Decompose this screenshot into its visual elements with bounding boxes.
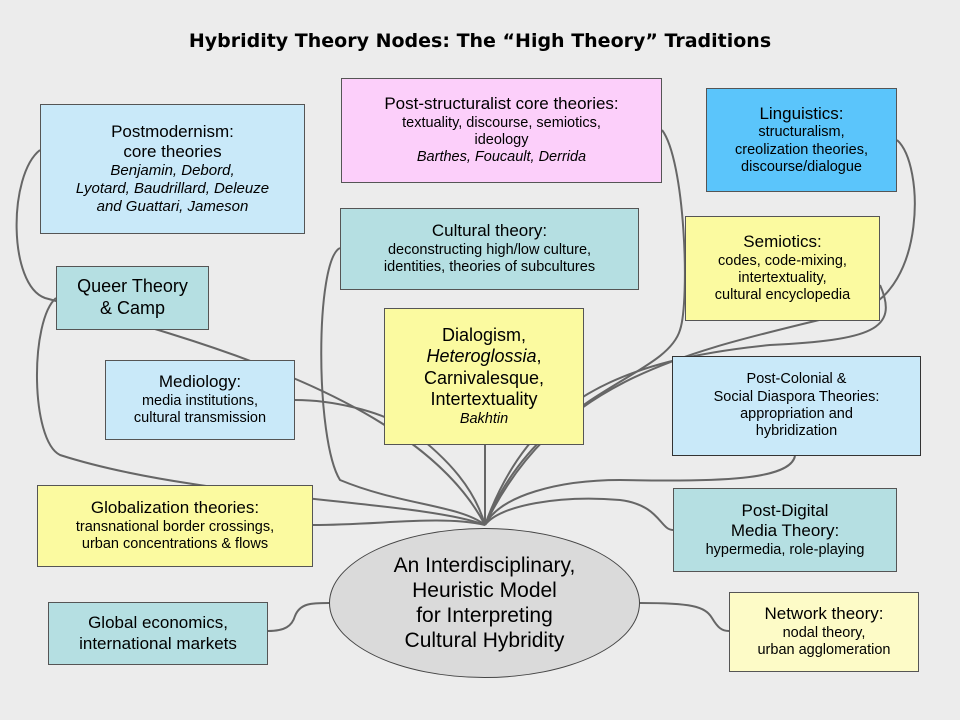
dialogism-line-4: Intertextuality (430, 389, 538, 410)
linguistics-subtext-3: discourse/dialogue (741, 158, 862, 175)
globalization-heading: Globalization theories: (90, 498, 260, 518)
mediology-subtext-1: media institutions, (141, 392, 259, 409)
poststructuralist-subtext-2: ideology (474, 132, 529, 148)
globalization-subtext-2: urban concentrations & flows (81, 536, 269, 553)
node-linguistics: Linguistics: structuralism, creolization… (706, 88, 897, 192)
central-model-label: An Interdisciplinary, Heuristic Model fo… (393, 553, 576, 653)
cultural-theory-heading: Cultural theory: (431, 221, 548, 241)
node-globalization: Globalization theories: transnational bo… (37, 485, 313, 567)
connector-queer (36, 297, 486, 526)
linguistics-heading: Linguistics: (759, 103, 844, 123)
node-post-digital: Post-Digital Media Theory: hypermedia, r… (673, 488, 897, 572)
poststructuralist-subtext-1: textuality, discourse, semiotics, (402, 114, 601, 131)
node-poststructuralist: Post-structuralist core theories: textua… (341, 78, 662, 183)
connector-postdigital (484, 497, 674, 531)
poststructuralist-heading: Post-structuralist core theories: (384, 94, 619, 114)
dialogism-line-2: Heteroglossia, (426, 346, 541, 368)
connector-globalization (312, 519, 486, 526)
node-queer-theory: Queer Theory & Camp (56, 266, 209, 330)
heteroglossia-term: Heteroglossia (426, 346, 537, 367)
mediology-heading: Mediology: (158, 372, 242, 392)
dialogism-author: Bakhtin (459, 410, 509, 427)
postmodernism-authors-1: Benjamin, Debord, (110, 162, 235, 180)
postmodernism-subheading: core theories (123, 142, 222, 161)
central-model-ellipse: An Interdisciplinary, Heuristic Model fo… (329, 528, 640, 678)
connector-postcolonial (484, 455, 796, 526)
cultural-theory-subtext-2: identities, theories of subcultures (383, 259, 596, 276)
network-theory-subtext-2: urban agglomeration (757, 642, 891, 659)
heteroglossia-comma: , (536, 346, 542, 367)
postmodernism-authors-3: and Guattari, Jameson (96, 198, 249, 216)
global-economics-line-2: international markets (79, 633, 237, 653)
semiotics-subtext-1: codes, code-mixing, (718, 252, 847, 269)
network-theory-heading: Network theory: (764, 604, 884, 624)
node-cultural-theory: Cultural theory: deconstructing high/low… (340, 208, 639, 290)
linguistics-subtext-2: creolization theories, (735, 141, 868, 158)
globalization-subtext-1: transnational border crossings, (75, 518, 275, 535)
node-global-economics: Global economics, international markets (48, 602, 268, 665)
dialogism-line-3: Carnivalesque, (423, 367, 545, 388)
postcolonial-line-1: Post-Colonial & (746, 371, 847, 388)
connector-network (639, 602, 730, 632)
post-digital-line-1: Post-Digital (741, 500, 829, 520)
semiotics-subtext-2: intertextuality, (738, 270, 827, 286)
queer-theory-line-1: Queer Theory (77, 276, 188, 297)
node-network-theory: Network theory: nodal theory, urban aggl… (729, 592, 919, 672)
mediology-subtext-2: cultural transmission (133, 410, 267, 427)
postcolonial-line-2: Social Diaspora Theories: (713, 388, 880, 405)
connector-economics (267, 602, 330, 632)
node-mediology: Mediology: media institutions, cultural … (105, 360, 295, 440)
postcolonial-line-4: hybridization (755, 423, 838, 440)
postcolonial-line-3: appropriation and (740, 406, 853, 422)
global-economics-line-1: Global economics, (88, 613, 228, 633)
queer-theory-line-2: & Camp (99, 298, 166, 318)
node-postmodernism: Postmodernism: core theories Benjamin, D… (40, 104, 305, 234)
post-digital-line-2: Media Theory: (730, 521, 840, 541)
postmodernism-heading: Postmodernism: (111, 121, 234, 141)
cultural-theory-subtext-1: deconstructing high/low culture, (387, 241, 592, 258)
postmodernism-authors-2: Lyotard, Baudrillard, Deleuze (75, 180, 270, 198)
poststructuralist-authors: Barthes, Foucault, Derrida (416, 149, 587, 166)
node-semiotics: Semiotics: codes, code-mixing, intertext… (685, 216, 880, 321)
semiotics-heading: Semiotics: (743, 232, 822, 252)
linguistics-subtext-1: structuralism, (758, 124, 845, 141)
diagram-title: Hybridity Theory Nodes: The “High Theory… (188, 30, 772, 52)
node-dialogism: Dialogism, Heteroglossia, Carnivalesque,… (384, 308, 584, 445)
network-theory-subtext-1: nodal theory, (782, 624, 866, 641)
dialogism-line-1: Dialogism, (441, 324, 527, 345)
node-postcolonial: Post-Colonial & Social Diaspora Theories… (672, 356, 921, 456)
semiotics-subtext-3: cultural encyclopedia (714, 287, 851, 304)
connector-cultural-theory (320, 247, 486, 526)
post-digital-subtext: hypermedia, role-playing (705, 541, 865, 558)
